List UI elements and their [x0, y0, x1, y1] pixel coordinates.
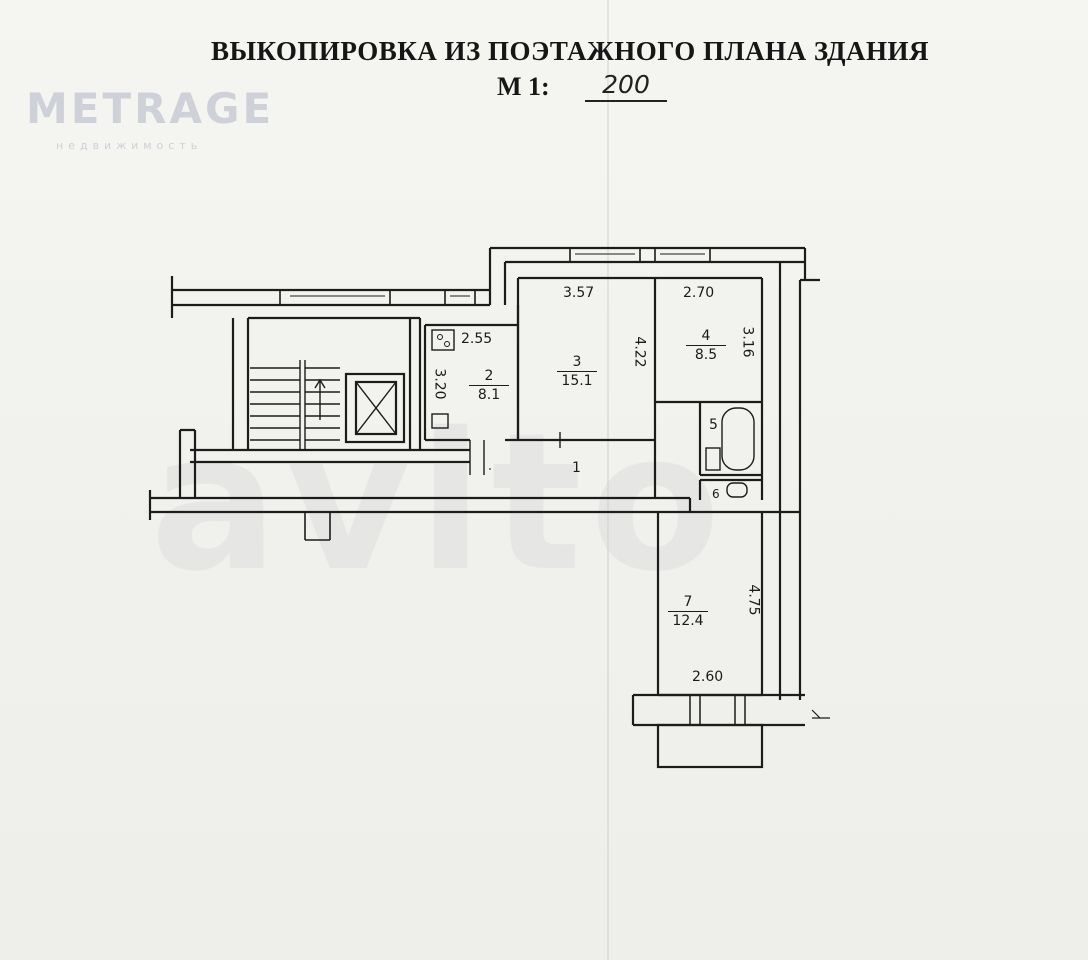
kitchen-width-dim: 2.55 — [461, 331, 493, 347]
outer-wall-upper — [490, 246, 805, 264]
room-6-number: 6 — [712, 487, 720, 501]
room-5-number: 5 — [709, 417, 718, 433]
corridor-wall-bottom — [150, 496, 800, 514]
stairwell-wall-left — [231, 318, 250, 450]
room4-length-dim: 3.16 — [739, 326, 756, 358]
metrage-logo: METRAGE — [26, 84, 275, 133]
room-7-number: 7 — [683, 594, 693, 610]
room-7-area: 12.4 — [668, 611, 708, 629]
staircase — [250, 360, 340, 450]
wall-step — [488, 248, 507, 305]
room-6-wc — [698, 478, 762, 500]
scale-label: М 1: — [497, 72, 550, 101]
room-3-area: 15.1 — [557, 371, 597, 389]
corridor-wall-top — [190, 448, 470, 464]
room3-width-dim: 3.57 — [563, 285, 595, 301]
room-2-kitchen — [423, 305, 520, 442]
scale-value: 200 — [585, 70, 667, 102]
room4-width-dim: 2.70 — [683, 285, 715, 301]
room7-length-dim: 4.75 — [745, 584, 762, 616]
room-3-number: 3 — [572, 354, 582, 370]
avito-watermark: avito — [150, 392, 729, 613]
room3-length-dim: 4.22 — [631, 336, 648, 368]
room-4-area: 8.5 — [686, 345, 726, 363]
outer-wall-right — [778, 262, 802, 700]
room7-width-dim: 2.60 — [692, 669, 724, 685]
room-2-area: 8.1 — [469, 385, 509, 403]
document-title: ВЫКОПИРОВКА ИЗ ПОЭТАЖНОГО ПЛАНА ЗДАНИЯ — [210, 36, 930, 66]
room-5-bath — [698, 402, 764, 500]
kitchen-length-dim: 3.20 — [431, 368, 448, 400]
room-3 — [516, 276, 657, 442]
room-1-number: 1 — [572, 460, 581, 476]
room-4-number: 4 — [701, 328, 711, 344]
elevator-shaft — [344, 372, 406, 444]
outer-wall-left-top — [172, 288, 490, 307]
metrage-logo-subtitle: недвижимость — [56, 139, 203, 152]
paper-fold — [607, 0, 609, 960]
room-2-number: 2 — [484, 368, 494, 384]
room-7 — [631, 512, 805, 769]
room-4 — [655, 276, 764, 404]
